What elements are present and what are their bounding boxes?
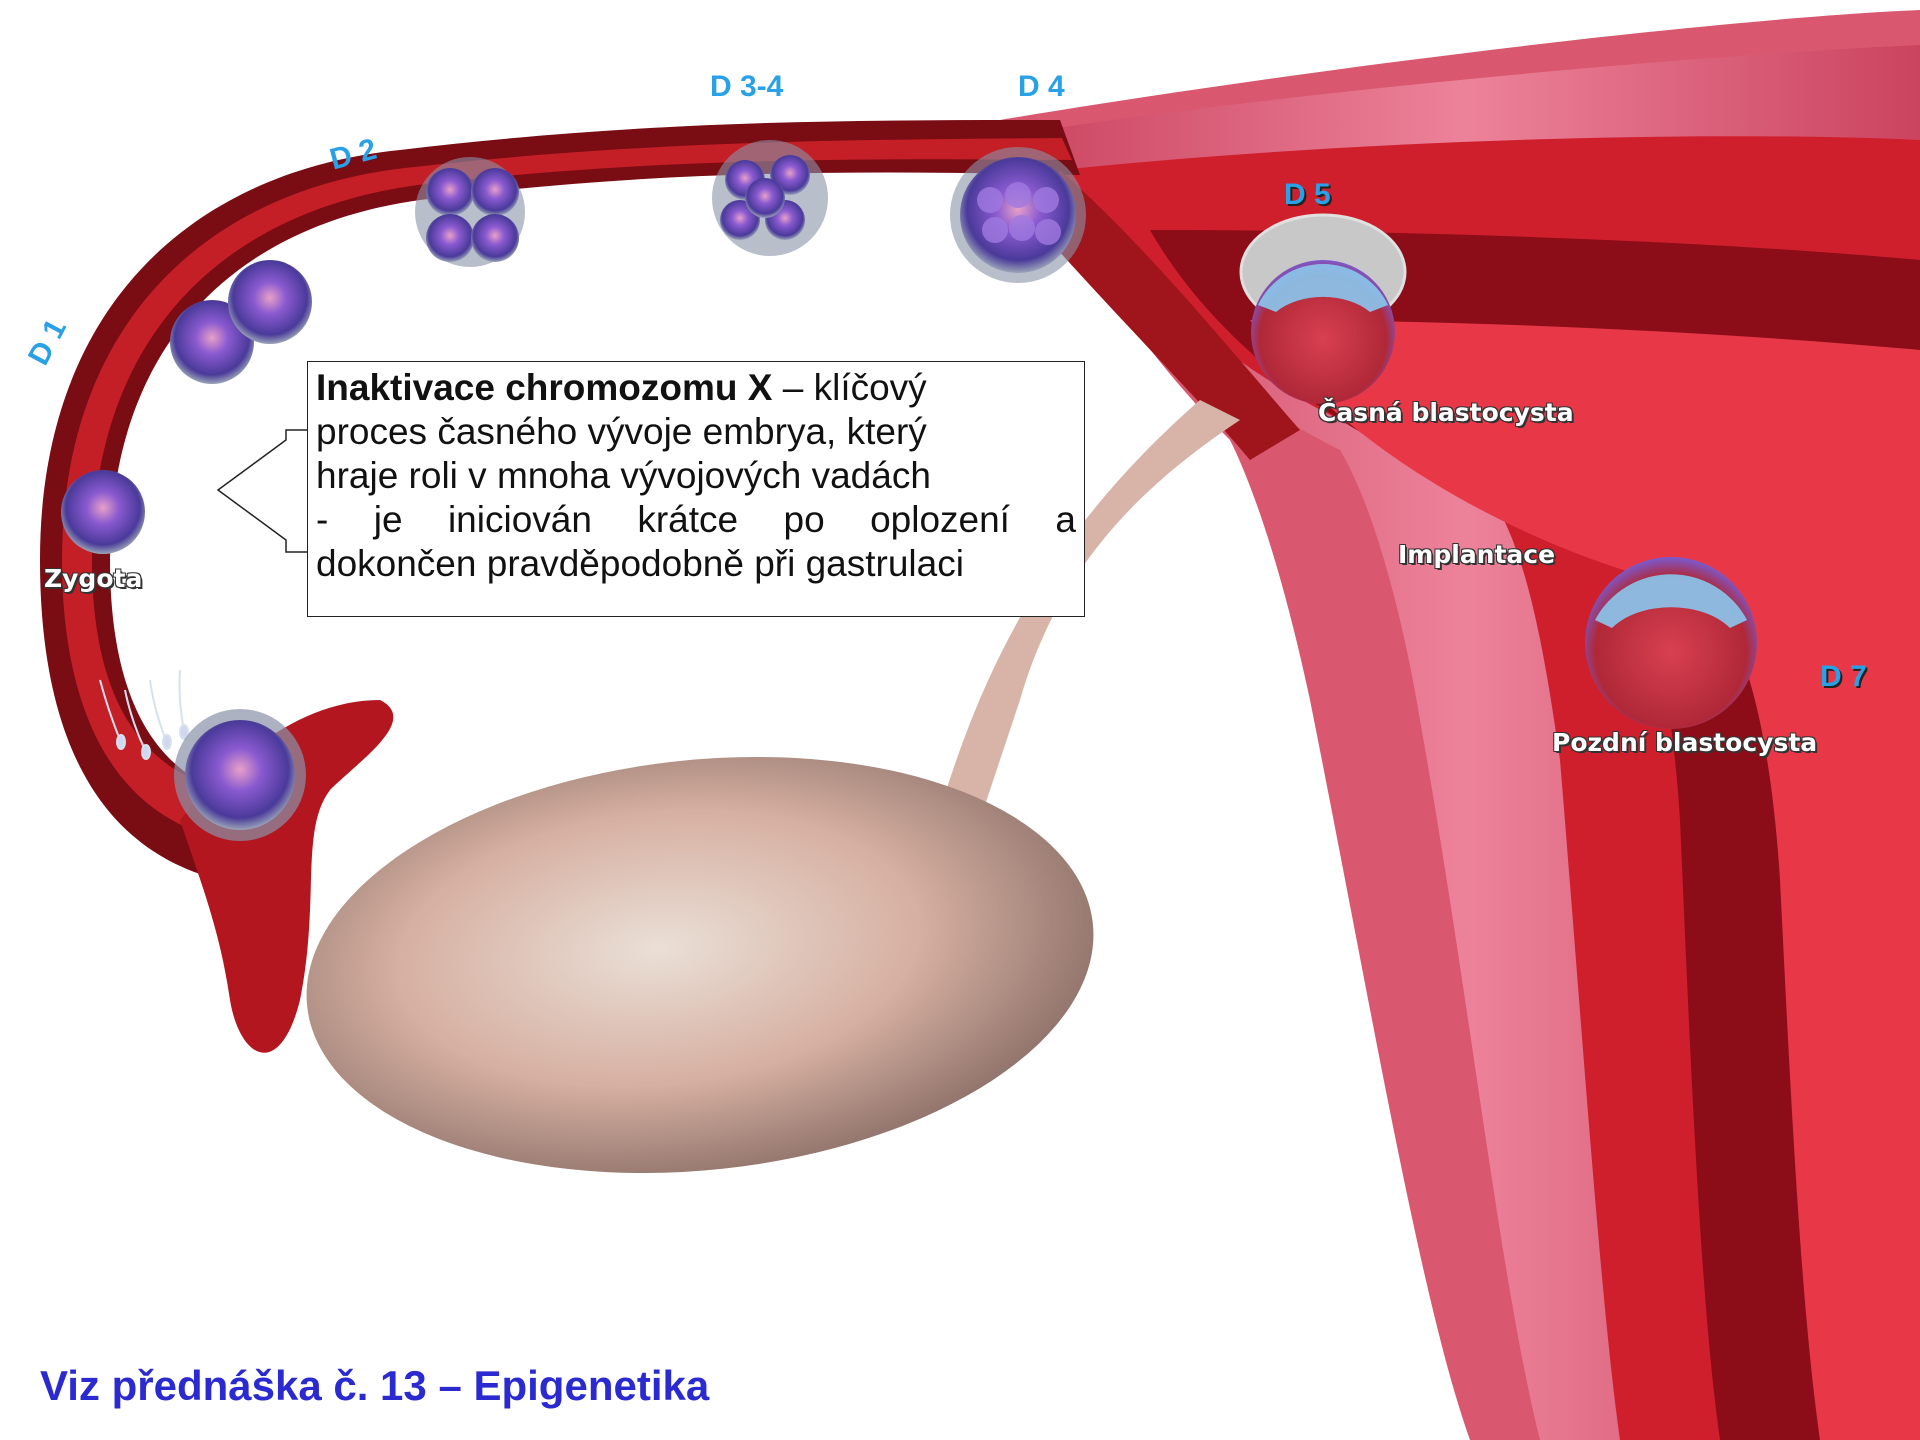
embryo-4-cell	[415, 157, 525, 267]
label-zygota: Zygota	[44, 564, 142, 593]
callout-arrow	[218, 430, 307, 552]
info-line-1: Inaktivace chromozomu X – klíčový	[316, 366, 1076, 410]
late-blastocyst	[1585, 557, 1757, 729]
info-word: krátce	[637, 498, 738, 542]
ovary	[286, 720, 1115, 1210]
info-line-3: hraje roli v mnoha vývojových vadách	[316, 454, 1076, 498]
info-line1-rest: – klíčový	[783, 367, 927, 408]
embryo-8-cell	[712, 140, 828, 256]
info-word: oplození	[870, 498, 1010, 542]
info-line-2: proces časného vývoje embrya, který	[316, 410, 1076, 454]
label-implantace: Implantace	[1398, 540, 1555, 569]
info-word: -	[316, 498, 328, 542]
info-title: Inaktivace chromozomu X	[316, 367, 772, 408]
day-label-d4: D 4	[1018, 70, 1065, 104]
info-word: iniciován	[448, 498, 592, 542]
info-word: po	[784, 498, 825, 542]
info-word: a	[1055, 498, 1076, 542]
info-word: je	[374, 498, 403, 542]
label-casna-blastocysta: Časná blastocysta	[1318, 398, 1574, 427]
embryo-zygote	[61, 470, 145, 554]
x-inactivation-info-box: Inaktivace chromozomu X – klíčový proces…	[307, 361, 1085, 617]
day-label-d7: D 7	[1820, 660, 1867, 694]
info-line-4: - je iniciován krátce po oplození a	[316, 498, 1076, 542]
day-label-d3-4: D 3-4	[710, 70, 783, 104]
uterus-wall	[1000, 10, 1920, 1440]
label-pozdni-blastocysta: Pozdní blastocysta	[1552, 728, 1817, 757]
info-line-5: dokončen pravděpodobně při gastrulaci	[316, 542, 1076, 586]
embryo-morula	[950, 147, 1086, 283]
lecture-reference: Viz přednáška č. 13 – Epigenetika	[40, 1362, 709, 1410]
embryo-oocyte	[174, 709, 306, 841]
day-label-d5: D 5	[1284, 178, 1331, 212]
